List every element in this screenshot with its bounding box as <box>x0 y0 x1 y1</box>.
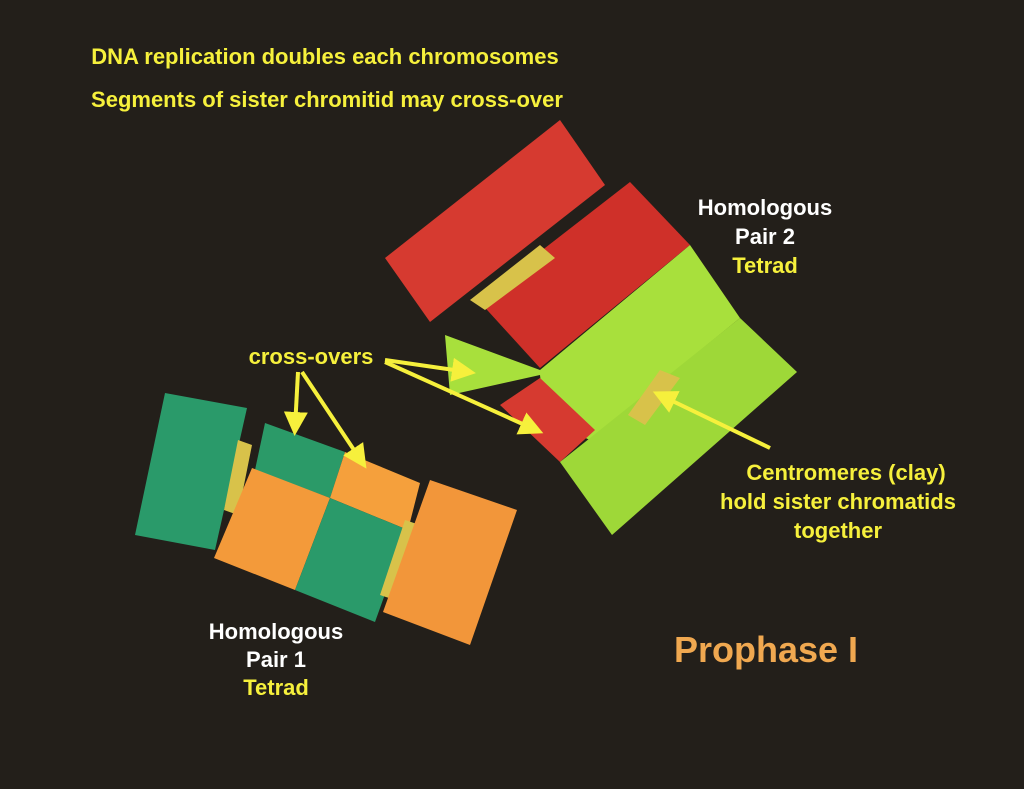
arrow-centromere <box>652 391 771 450</box>
orange-segment-top <box>330 452 420 530</box>
arrow-crossover-1 <box>384 357 476 382</box>
pair2-label-line3: Tetrad <box>732 253 798 278</box>
title-line-2: Segments of sister chromitid may cross-o… <box>91 87 563 112</box>
centromeres-line3: together <box>794 518 882 543</box>
pair2-label-line1: Homologous <box>697 195 833 220</box>
homologous-pair-2-model <box>385 120 797 535</box>
orange-chromatid-right <box>383 480 517 645</box>
arrow-crossover-4 <box>300 370 367 469</box>
orange-segment-left <box>214 468 330 590</box>
centromeres-line2: hold sister chromatids <box>720 489 956 514</box>
annotation-arrows <box>283 357 771 469</box>
pair2-label-line2: Pair 2 <box>735 224 795 249</box>
homologous-pair-1-model <box>135 393 517 645</box>
crossovers-label: cross-overs <box>248 344 374 369</box>
green-segment-top <box>255 423 345 498</box>
red-crossover-segment <box>500 378 595 462</box>
green-chromatid-left <box>135 393 247 550</box>
title-line-1: DNA replication doubles each chromosomes <box>91 44 559 69</box>
green-segment-lower <box>295 498 408 622</box>
red-chromatid-lower <box>478 182 690 368</box>
pair1-label-line2: Pair 1 <box>246 647 306 672</box>
arrow-crossover-2 <box>384 360 544 435</box>
red-chromatid-upper <box>385 120 605 322</box>
lightgreen-chromatid-lower <box>560 318 797 535</box>
pair1-label-line3: Tetrad <box>243 675 309 700</box>
centromeres-line1: Centromeres (clay) <box>746 460 946 485</box>
lightgreen-chromatid-upper <box>445 245 740 440</box>
stage-label: Prophase I <box>673 629 859 670</box>
centromere-clay-2a <box>470 245 555 310</box>
arrow-crossover-3 <box>283 371 308 436</box>
centromere-clay-1a <box>224 440 252 515</box>
pair1-label-line1: Homologous <box>208 619 344 644</box>
